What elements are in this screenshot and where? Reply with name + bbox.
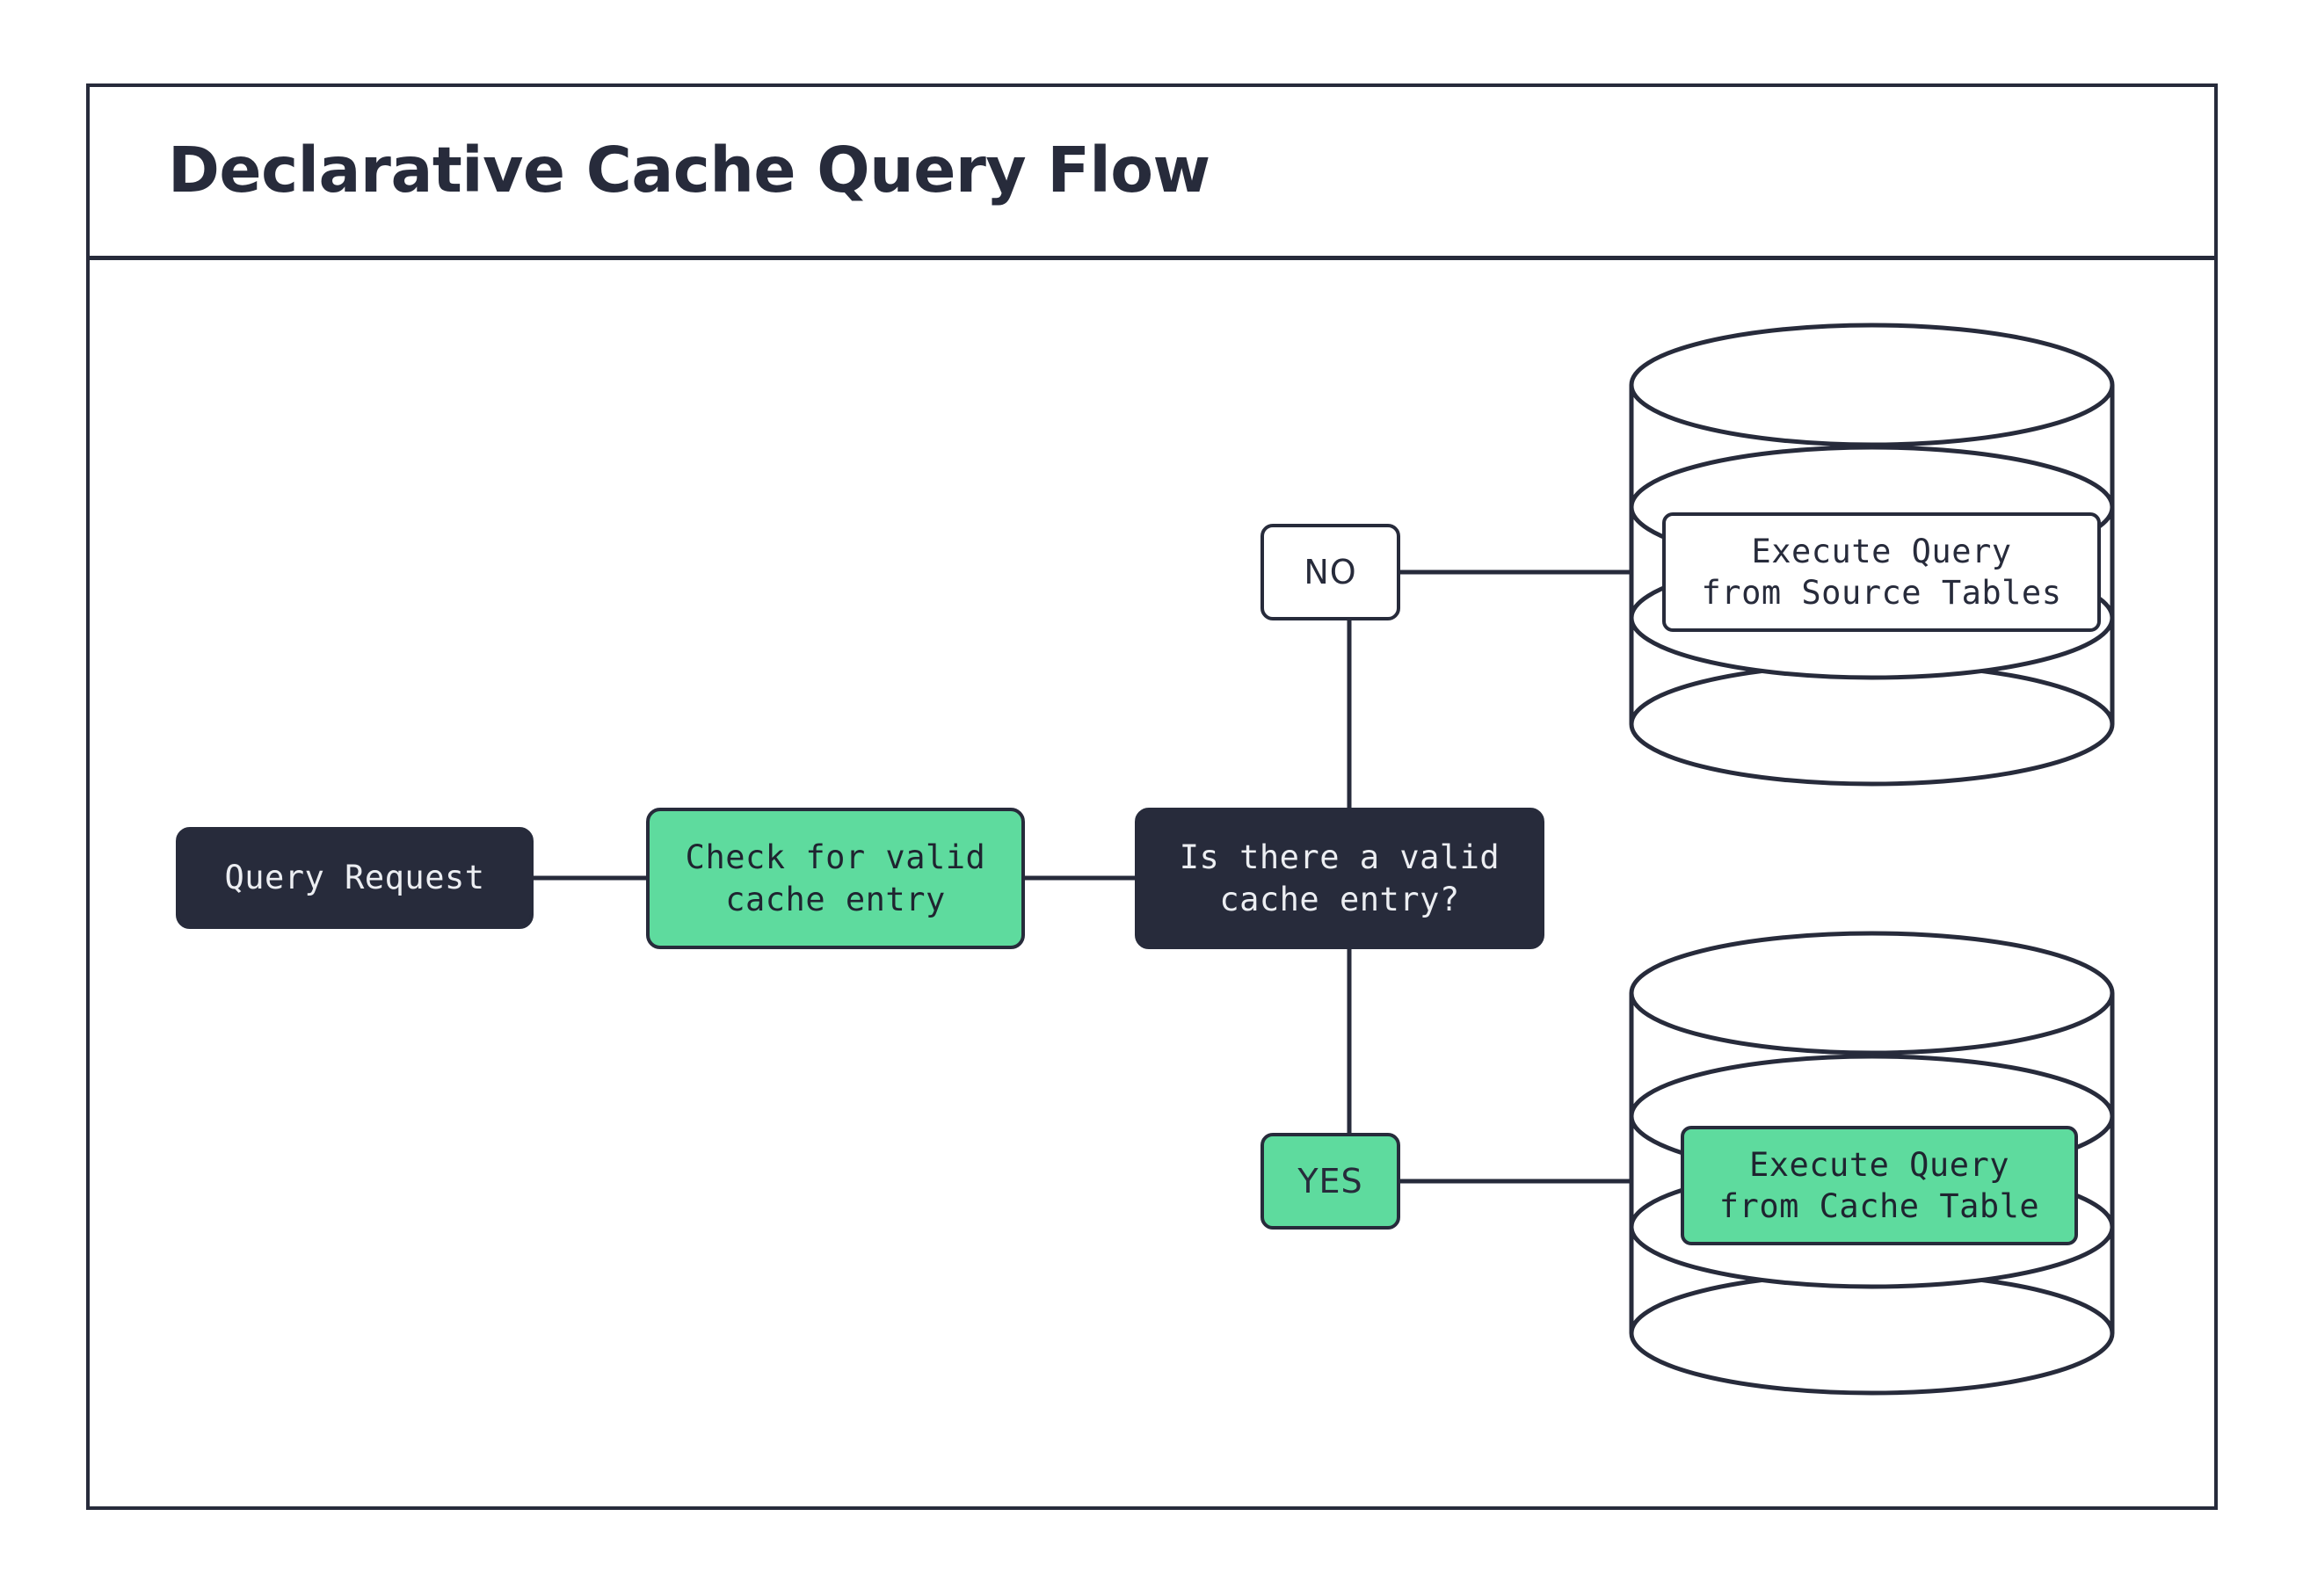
node-check-for-valid-cache-entry[interactable]: Check for valid cache entry [646, 808, 1025, 949]
page-title: Declarative Cache Query Flow [168, 133, 1210, 207]
branch-label-no[interactable]: NO [1260, 524, 1400, 620]
diagram-frame [86, 83, 2218, 1510]
node-decision-is-there-valid-cache-entry[interactable]: Is there a valid cache entry? [1135, 808, 1544, 949]
node-query-request[interactable]: Query Request [176, 827, 534, 929]
database-label-execute-query-from-source-tables[interactable]: Execute Query from Source Tables [1662, 512, 2101, 632]
diagram-header: Declarative Cache Query Flow [86, 83, 2218, 260]
branch-label-yes[interactable]: YES [1260, 1133, 1400, 1230]
database-label-execute-query-from-cache-table[interactable]: Execute Query from Cache Table [1681, 1126, 2078, 1245]
